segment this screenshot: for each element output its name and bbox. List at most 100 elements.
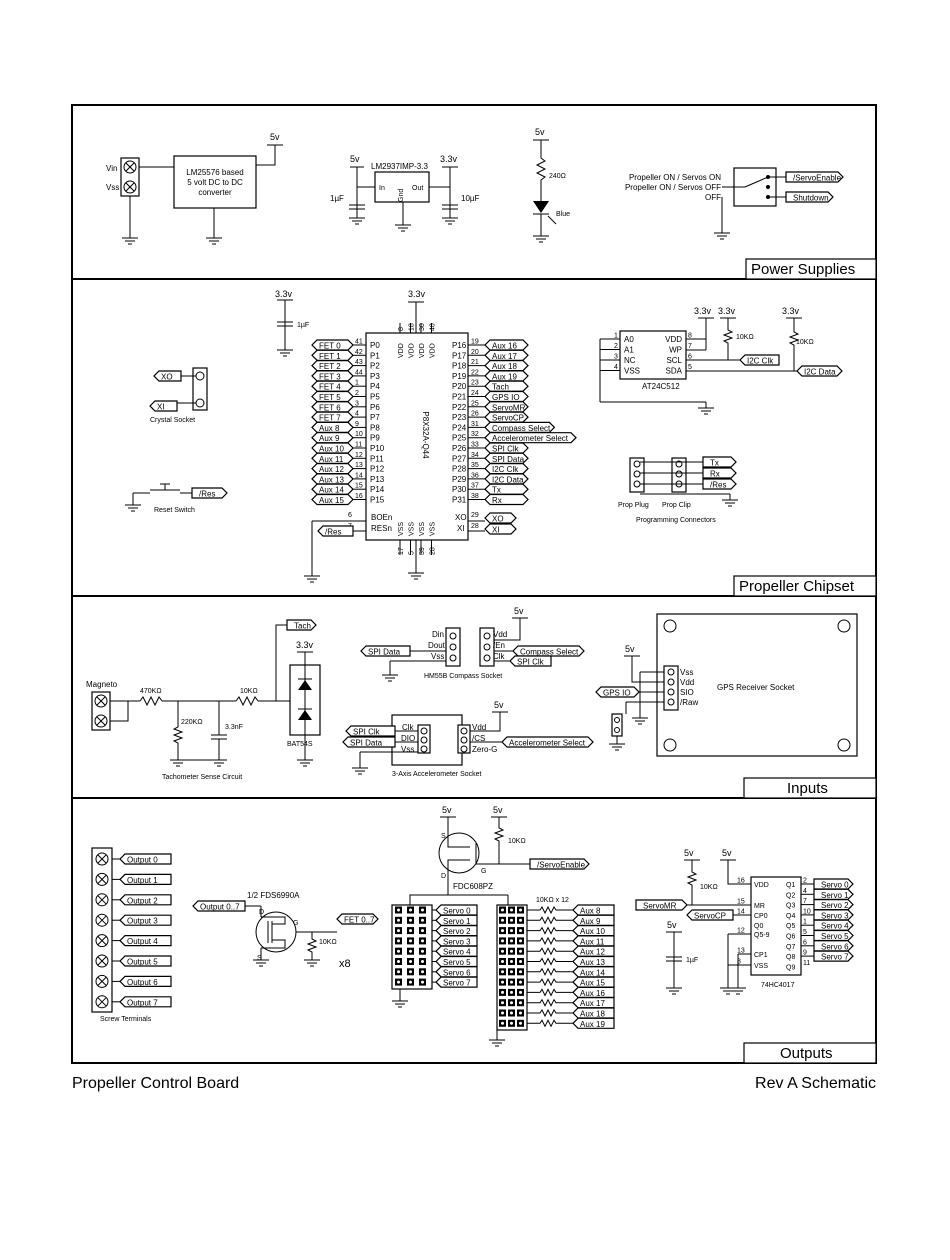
svg-text:29: 29 xyxy=(471,512,479,519)
compass-socket: Din Dout Vss Vdd /En Clk 5v HM55B Compas… xyxy=(389,606,528,680)
servo-header-row xyxy=(395,906,436,914)
svg-text:18: 18 xyxy=(409,323,416,331)
counter-servo-flag: Servo 2 xyxy=(813,899,854,911)
svg-text:Aux 9: Aux 9 xyxy=(319,434,340,443)
servo-flag: Servo 4 xyxy=(435,945,478,957)
net-flag-aux-11: Aux 11 xyxy=(311,452,354,464)
ground-symbol xyxy=(442,217,458,225)
svg-text:30: 30 xyxy=(419,323,426,331)
svg-text:P24: P24 xyxy=(452,423,467,432)
section-title-power: Power Supplies xyxy=(745,258,877,280)
svg-text:Magneto: Magneto xyxy=(86,680,118,689)
svg-text:2: 2 xyxy=(355,390,359,397)
svg-text:Servo 3: Servo 3 xyxy=(443,937,471,946)
svg-text:Vdd: Vdd xyxy=(680,678,694,687)
svg-text:Rx: Rx xyxy=(710,470,720,479)
xi-flag: XI xyxy=(149,400,178,412)
ground-symbol xyxy=(125,504,141,512)
net-flag-fet-7: FET 7 xyxy=(311,411,354,423)
svg-text:VDD: VDD xyxy=(665,335,682,344)
svg-text:SPI Clk: SPI Clk xyxy=(353,728,381,737)
svg-text:Vss: Vss xyxy=(431,652,444,661)
net-flag-fet-2: FET 2 xyxy=(311,360,354,372)
svg-text:CP0: CP0 xyxy=(754,913,768,920)
svg-text:P11: P11 xyxy=(370,454,384,463)
accelerometer-select-flag: Accelerometer Select xyxy=(501,736,594,748)
aux-header-row xyxy=(499,1019,573,1028)
svg-text:Output 4: Output 4 xyxy=(127,937,158,946)
svg-text:VSS: VSS xyxy=(398,522,405,536)
svg-text:3-Axis Accelerometer Socket: 3-Axis Accelerometer Socket xyxy=(392,771,482,778)
svg-text:5: 5 xyxy=(803,929,807,936)
i2c-data-flag: I2C Data xyxy=(796,365,843,377)
svg-text:GPS Receiver Socket: GPS Receiver Socket xyxy=(717,683,795,692)
screw-terminal xyxy=(95,995,120,1009)
svg-text:ServoCP: ServoCP xyxy=(492,414,524,423)
svg-text:P23: P23 xyxy=(452,413,467,422)
svg-text:3.3v: 3.3v xyxy=(440,154,458,164)
svg-text:Q9: Q9 xyxy=(786,964,795,971)
output-flag: Output 3 xyxy=(119,914,172,926)
svg-text:Q4: Q4 xyxy=(786,913,795,920)
aux-flag: Aux 17 xyxy=(572,997,615,1009)
svg-text:Aux 9: Aux 9 xyxy=(580,917,601,926)
svg-text:10KΩ: 10KΩ xyxy=(240,688,258,695)
svg-text:Aux 13: Aux 13 xyxy=(580,958,605,967)
svg-text:P25: P25 xyxy=(452,434,467,443)
net-flag-fet-1: FET 1 xyxy=(311,349,354,361)
svg-text:Output 3: Output 3 xyxy=(127,917,158,926)
svg-text:Servo 7: Servo 7 xyxy=(821,953,849,962)
svg-text:6: 6 xyxy=(348,512,352,519)
ground-symbol xyxy=(730,987,746,995)
net-flag-accelerometer-select: Accelerometer Select xyxy=(484,432,577,444)
servo-header-row xyxy=(395,947,436,955)
svg-text:Aux 15: Aux 15 xyxy=(580,979,605,988)
aux-header-row xyxy=(499,916,573,925)
svg-text:Clk: Clk xyxy=(493,652,506,661)
svg-text:1: 1 xyxy=(355,380,359,387)
svg-text:HM55B Compass Socket: HM55B Compass Socket xyxy=(424,673,502,680)
servo-flag: Servo 0 xyxy=(435,904,478,916)
svg-text:10µF: 10µF xyxy=(461,194,480,203)
svg-text:/Res: /Res xyxy=(325,528,341,537)
dc-dc-converter: LM25576 based 5 volt DC to DC converter … xyxy=(173,132,283,238)
svg-text:32: 32 xyxy=(471,431,479,438)
svg-text:28: 28 xyxy=(471,523,479,530)
svg-text:28: 28 xyxy=(430,547,437,555)
svg-text:SDA: SDA xyxy=(666,367,683,376)
servo-enable-flag: /ServoEnable xyxy=(529,858,590,870)
counter-pins: VDD16MR15CP014Q0Q5-912CP113VSS8Q12Q24Q37… xyxy=(737,878,814,971)
svg-text:VDD: VDD xyxy=(419,343,426,358)
svg-text:Tach: Tach xyxy=(294,622,311,631)
svg-text:Tachometer Sense Circuit: Tachometer Sense Circuit xyxy=(162,774,242,781)
svg-text:FET 6: FET 6 xyxy=(319,403,341,412)
svg-text:S: S xyxy=(257,955,262,962)
svg-text:Servo 5: Servo 5 xyxy=(443,958,471,967)
svg-text:Output 0: Output 0 xyxy=(127,856,158,865)
svg-text:Q5: Q5 xyxy=(786,923,795,930)
svg-text:Tx: Tx xyxy=(710,459,719,468)
svg-text:25: 25 xyxy=(471,400,479,407)
svg-text:RESn: RESn xyxy=(371,524,392,533)
gps-socket: Vss Vdd SIO /Raw GPS Receiver Socket 5v xyxy=(611,613,858,757)
svg-text:BOEn: BOEn xyxy=(371,513,392,522)
net-flag-fet-6: FET 6 xyxy=(311,401,354,413)
svg-text:P20: P20 xyxy=(452,382,467,391)
svg-text:FET 0: FET 0 xyxy=(319,342,341,351)
svg-text:GPS IO: GPS IO xyxy=(603,689,631,698)
svg-text:P28: P28 xyxy=(452,465,467,474)
counter-servo-flag: Servo 0 xyxy=(813,878,854,890)
svg-text:Q7: Q7 xyxy=(786,944,795,951)
